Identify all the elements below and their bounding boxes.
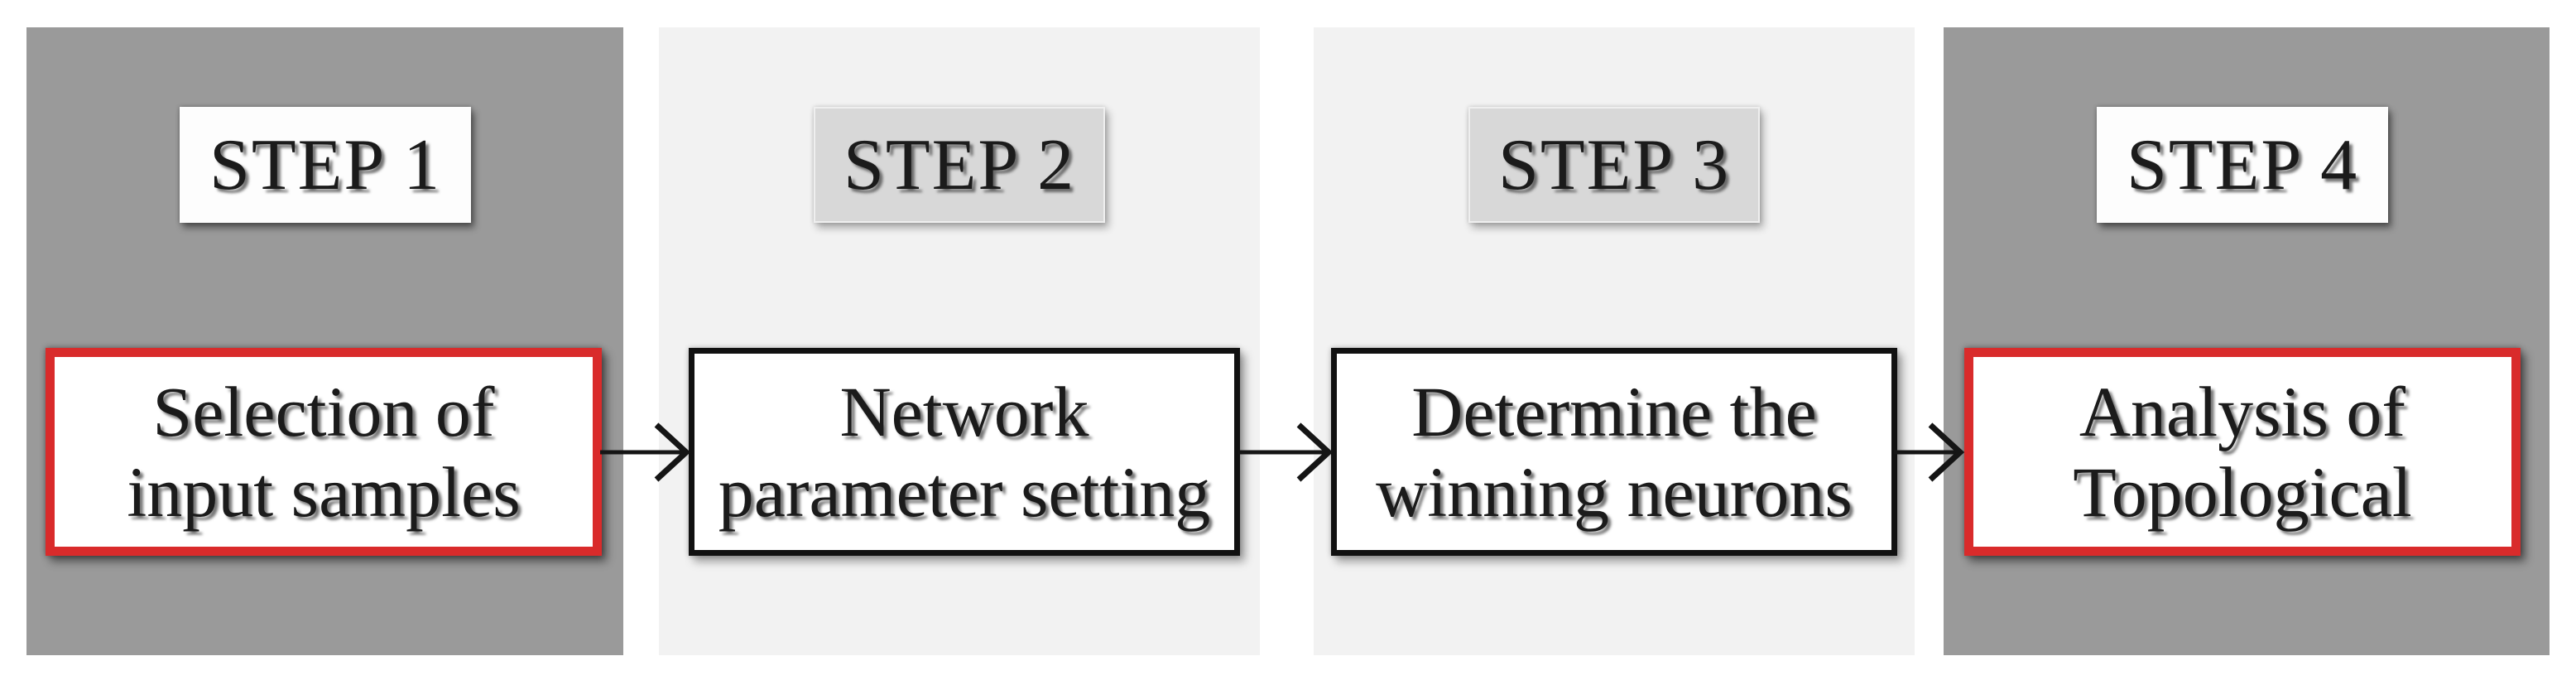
step4-panel: STEP 4 Analysis of Topological: [1944, 27, 2550, 655]
arrow-right-icon: [1238, 403, 1335, 502]
step4-heading-text: STEP 4: [2126, 124, 2359, 205]
step4-box-line1: Analysis of: [2079, 372, 2406, 452]
step3-box: Determine the winning neurons: [1331, 348, 1897, 556]
step1-box-line2: input samples: [127, 451, 521, 532]
step2-heading: STEP 2: [814, 107, 1105, 223]
step1-panel: STEP 1 Selection of input samples: [26, 27, 623, 655]
step1-heading-text: STEP 1: [209, 124, 442, 205]
step1-box: Selection of input samples: [46, 348, 602, 556]
step4-heading: STEP 4: [2097, 107, 2388, 223]
step1-box-line1: Selection of: [152, 372, 495, 452]
arrow-right-icon: [1894, 403, 1967, 502]
step4-box: Analysis of Topological: [1964, 348, 2521, 556]
step3-box-line2: winning neurons: [1376, 451, 1853, 532]
step2-box-line2: parameter setting: [718, 451, 1211, 532]
step3-heading: STEP 3: [1468, 107, 1760, 223]
step2-panel: STEP 2 Network parameter setting: [659, 27, 1260, 655]
step1-heading: STEP 1: [180, 107, 471, 223]
step3-box-line1: Determine the: [1411, 372, 1817, 452]
step2-box-line1: Network: [839, 372, 1089, 452]
step2-heading-text: STEP 2: [843, 124, 1076, 205]
step3-panel: STEP 3 Determine the winning neurons: [1314, 27, 1915, 655]
step3-heading-text: STEP 3: [1497, 124, 1731, 205]
step4-box-line2: Topological: [2073, 451, 2412, 532]
step2-box: Network parameter setting: [689, 348, 1240, 556]
arrow-right-icon: [600, 403, 693, 502]
